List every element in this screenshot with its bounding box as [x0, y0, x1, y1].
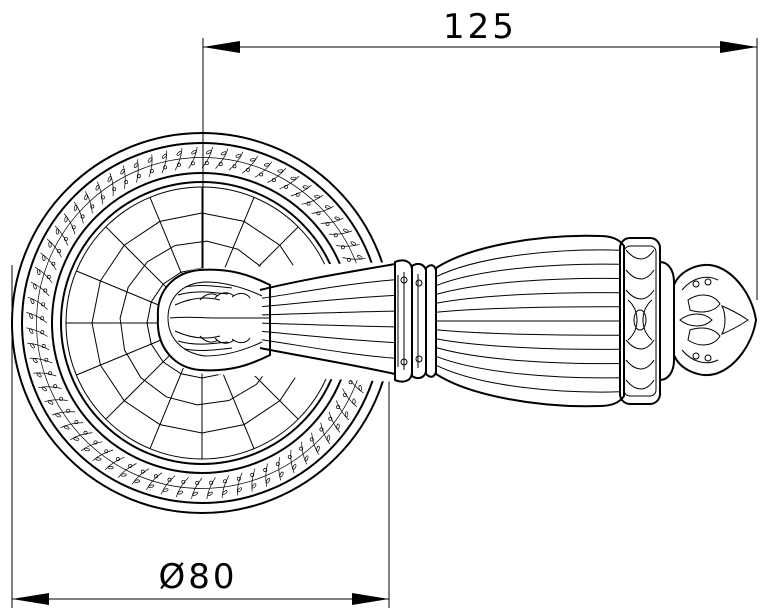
- shaft-bottom-edge: [259, 347, 396, 375]
- acanthus-leaf-base: [156, 268, 271, 372]
- shaft-top-edge: [259, 263, 396, 291]
- arrowhead-dia-left: [12, 593, 49, 605]
- arrowhead-dia-right: [352, 593, 389, 605]
- arrowhead-right: [720, 41, 757, 53]
- length-dimension: 125: [202, 7, 758, 300]
- fluted-barrel: [435, 234, 625, 408]
- diameter-label: Ø80: [158, 557, 237, 597]
- barrel-flutes: [435, 249, 621, 393]
- barrel-body: [435, 234, 625, 408]
- collar-ring-2: [411, 262, 427, 380]
- arrowhead-left: [203, 41, 240, 53]
- band-ring: [619, 237, 661, 405]
- finial-cap: [673, 264, 758, 376]
- ornament-band: [619, 237, 675, 405]
- finial-body: [673, 264, 758, 376]
- collar-ring-3: [425, 264, 437, 378]
- handle-lever: [156, 259, 437, 383]
- length-label: 125: [443, 7, 517, 47]
- diameter-dimension: Ø80: [11, 265, 390, 608]
- band-neck: [659, 260, 675, 382]
- shaft-flutes: [261, 279, 396, 359]
